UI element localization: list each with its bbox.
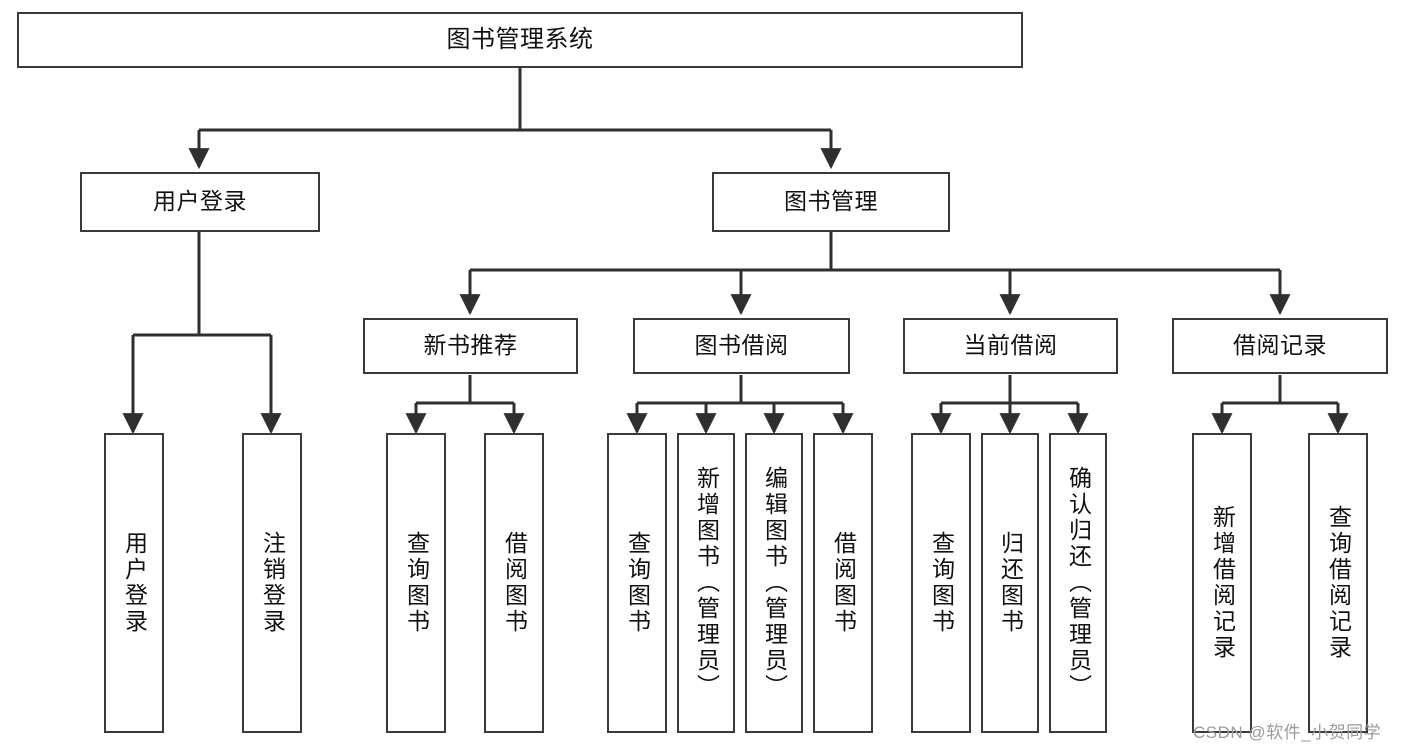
node-label: 借阅记录 (1233, 332, 1327, 359)
node-label: 用户登录 (153, 188, 247, 215)
node-label: 注销登录 (259, 531, 286, 635)
node-book-manage[interactable]: 图书管理 (712, 172, 950, 232)
node-label: 确认归还（管理员） (1065, 466, 1092, 700)
node-label: 新书推荐 (423, 332, 518, 359)
node-new-book-recommend[interactable]: 新书推荐 (363, 318, 578, 374)
node-label: 归还图书 (997, 531, 1024, 635)
node-label: 借阅图书 (830, 531, 857, 635)
node-label: 查询图书 (928, 531, 955, 635)
node-leaf-borrow-book-2[interactable]: 借阅图书 (813, 433, 873, 733)
node-label: 图书借阅 (694, 332, 789, 359)
node-root-book-management-system[interactable]: 图书管理系统 (17, 12, 1023, 68)
node-leaf-user-login[interactable]: 用户登录 (104, 433, 164, 733)
node-leaf-query-record[interactable]: 查询借阅记录 (1308, 433, 1368, 733)
node-label: 图书管理 (784, 188, 878, 215)
node-leaf-return-book[interactable]: 归还图书 (981, 433, 1039, 733)
node-book-borrow[interactable]: 图书借阅 (633, 318, 850, 374)
node-leaf-add-book[interactable]: 新增图书（管理员） (677, 433, 735, 733)
node-leaf-add-record[interactable]: 新增借阅记录 (1192, 433, 1252, 733)
node-label: 用户登录 (121, 531, 148, 635)
node-leaf-query-book-2[interactable]: 查询图书 (607, 433, 667, 733)
node-leaf-query-book-1[interactable]: 查询图书 (386, 433, 446, 733)
csdn-watermark: CSDN @软件_小贺同学 (1193, 723, 1382, 742)
node-label: 借阅图书 (501, 531, 528, 635)
node-borrow-record[interactable]: 借阅记录 (1172, 318, 1388, 374)
node-leaf-edit-book[interactable]: 编辑图书（管理员） (745, 433, 803, 733)
node-label: 新增借阅记录 (1209, 505, 1236, 661)
node-label: 当前借阅 (963, 332, 1058, 359)
node-label: 查询借阅记录 (1325, 505, 1352, 661)
node-leaf-query-book-3[interactable]: 查询图书 (911, 433, 971, 733)
node-current-borrow[interactable]: 当前借阅 (903, 318, 1118, 374)
node-label: 编辑图书（管理员） (761, 466, 788, 700)
node-label: 查询图书 (624, 531, 651, 635)
node-leaf-confirm-return[interactable]: 确认归还（管理员） (1049, 433, 1107, 733)
node-label: 查询图书 (403, 531, 430, 635)
node-leaf-borrow-book-1[interactable]: 借阅图书 (484, 433, 544, 733)
node-label: 新增图书（管理员） (693, 466, 720, 700)
node-leaf-logout-login[interactable]: 注销登录 (242, 433, 302, 733)
node-user-login[interactable]: 用户登录 (80, 172, 320, 232)
node-label: 图书管理系统 (446, 25, 594, 53)
